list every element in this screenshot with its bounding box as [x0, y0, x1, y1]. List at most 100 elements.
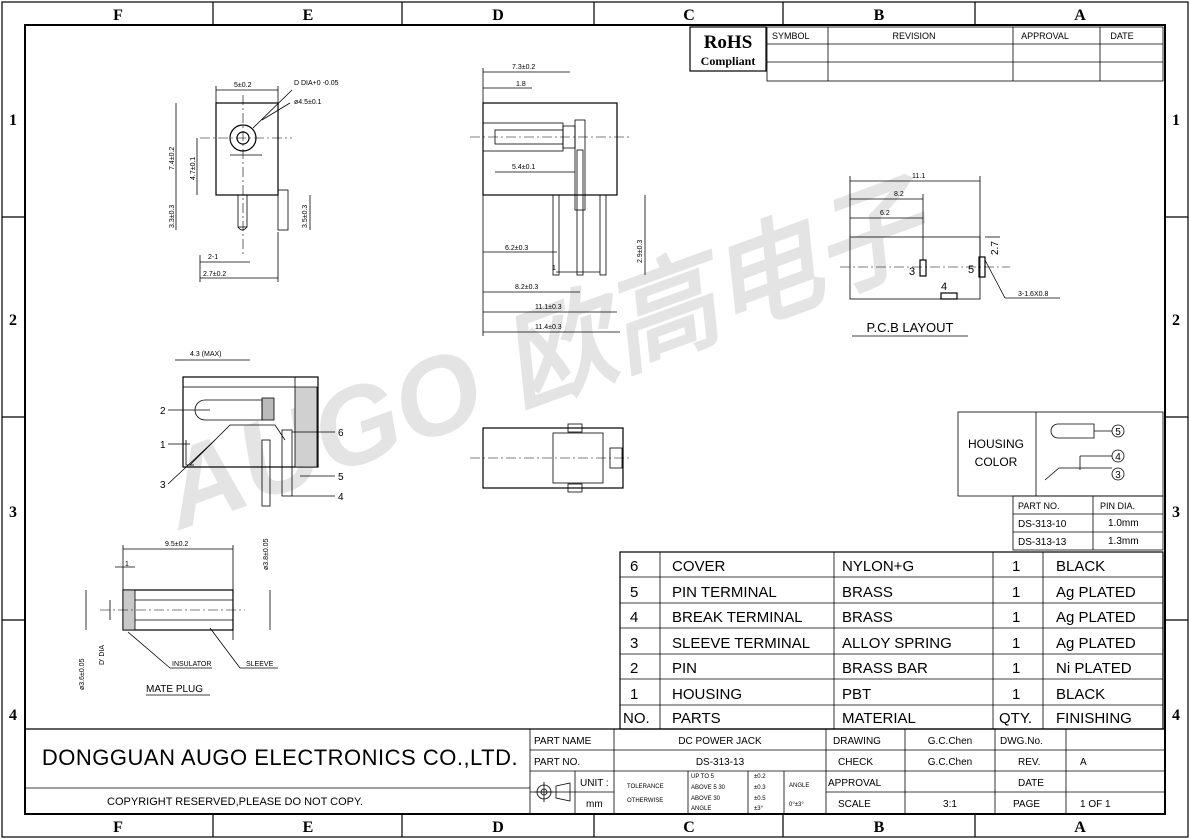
bom-row-1-qty: 1 — [1012, 558, 1020, 575]
bom-row-5-part: PIN — [672, 660, 697, 677]
pcb-pad-3: 3 — [909, 266, 915, 278]
dim-width: 5±0.2 — [234, 82, 252, 89]
plug-dim-insulator: 1 — [125, 561, 129, 568]
bom-header-parts: PARTS — [672, 710, 721, 727]
rev-header-approval: APPROVAL — [1021, 31, 1069, 41]
row-label-4: 4 — [9, 707, 17, 724]
pcb-title: P.C.B LAYOUT — [867, 320, 954, 335]
pcb-dim-1: 11.1 — [912, 173, 925, 180]
pin-dia-table: PART NO. PIN DIA. DS-313-10 1.0mm DS-313… — [1012, 495, 1164, 551]
bom-header-material: MATERIAL — [842, 710, 916, 727]
bom-row-3-qty: 1 — [1012, 609, 1020, 626]
dim-pin-spacing: 2.7±0.2 — [203, 271, 226, 278]
col-label-f: F — [113, 7, 123, 24]
plug-title: MATE PLUG — [146, 684, 203, 695]
plug-dim-d-dia: D' DIA — [99, 645, 106, 665]
bom-row-3-finish: Ag PLATED — [1056, 609, 1136, 626]
pin-row-1-part: DS-313-10 — [1018, 519, 1067, 530]
bom-row-4-finish: Ag PLATED — [1056, 635, 1136, 652]
row-label-1: 1 — [9, 112, 17, 129]
row-label-1-right: 1 — [1172, 112, 1180, 129]
bom-row-3-part: BREAK TERMINAL — [672, 609, 803, 626]
dim-front-offset: 1.8 — [516, 81, 526, 88]
dim-pin-length: 5.4±0.1 — [512, 164, 535, 171]
terminal-5: 5 — [1115, 427, 1121, 438]
page-label: PAGE — [1013, 799, 1040, 810]
rohs-text: RoHS — [704, 32, 753, 53]
rev: A — [1080, 757, 1087, 768]
balloon-1: 1 — [160, 440, 166, 451]
balloon-4: 4 — [338, 492, 344, 503]
side-view: 7.3±0.2 1.8 5.4±0.1 6.2±0.3 1 2.9±0.3 8.… — [470, 64, 646, 336]
page: 1 OF 1 — [1080, 799, 1111, 810]
pin-header-dia: PIN DIA. — [1100, 501, 1135, 511]
bom-header-qty: QTY. — [999, 710, 1032, 727]
check-by: G.C.Chen — [928, 757, 972, 768]
bom-row-6-material: PBT — [842, 686, 871, 703]
projection-symbol-icon — [534, 782, 571, 802]
tol-val-1: ±0.2 — [754, 774, 766, 780]
col-label-a-bottom: A — [1074, 819, 1086, 836]
tol-row-1: UP TO 5 — [691, 774, 715, 780]
inner-border — [24, 24, 1166, 815]
pcb-dim-4: 2.7 — [990, 241, 1001, 255]
bom-row-1-part: COVER — [672, 558, 726, 575]
dim-pin-3-pos: 11.1±0.3 — [535, 304, 562, 311]
col-label-f-bottom: F — [113, 819, 123, 836]
rohs-compliant-text: Compliant — [701, 54, 756, 68]
unit: mm — [586, 799, 603, 810]
bom-table: 6 COVER NYLON+G 1 BLACK 5 PIN TERMINAL B… — [619, 551, 1164, 730]
bom-row-4-material: ALLOY SPRING — [842, 635, 952, 652]
col-label-d: D — [492, 7, 504, 24]
scale-label: SCALE — [838, 799, 871, 810]
rev-header-date: DATE — [1110, 31, 1133, 41]
part-no-label: PART NO. — [534, 757, 580, 768]
bom-row-5-material: BRASS BAR — [842, 660, 928, 677]
mate-plug: 9.5±0.2 1 ø3.8±0.05 D' DIA ø3.6±0.05 INS… — [79, 538, 278, 696]
rohs-badge — [689, 26, 767, 72]
pcb-dim-2: 8.2 — [894, 191, 904, 198]
plug-label-sleeve: SLEEVE — [246, 661, 274, 668]
dim-bore: ø4.5±0.1 — [294, 99, 322, 106]
pcb-layout: 11.1 8.2 6.2 2.7 3-1.6X0.8 3 5 4 P.C.B L… — [840, 173, 1060, 337]
watermark: AUGO 欧高电子 — [143, 160, 949, 553]
part-name-label: PART NAME — [534, 736, 592, 747]
plug-label-insulator: INSULATOR — [172, 661, 211, 668]
bom-row-4-no: 3 — [630, 635, 638, 652]
row-label-4-right: 4 — [1172, 707, 1180, 724]
company-name: DONGGUAN AUGO ELECTRONICS CO.,LTD. — [42, 745, 518, 770]
plug-dim-sleeve: ø3.6±0.05 — [79, 658, 86, 690]
pcb-dim-3: 6.2 — [880, 210, 890, 217]
dim-pin-width: 2-1 — [208, 254, 218, 261]
row-label-3-right: 3 — [1172, 504, 1180, 521]
balloon-3: 3 — [160, 480, 166, 491]
bom-row-5-finish: Ni PLATED — [1056, 660, 1132, 677]
balloon-5: 5 — [338, 472, 344, 483]
date-label: DATE — [1018, 778, 1044, 789]
tolerance-label-1: TOLERANCE — [627, 784, 664, 790]
pin-row-2-part: DS-313-13 — [1018, 537, 1067, 548]
tol-row-2: ABOVE 5 30 — [691, 785, 726, 791]
pin-header-part: PART NO. — [1018, 501, 1060, 511]
bom-row-6-part: HOUSING — [672, 686, 742, 703]
plug-dim-od: ø3.8±0.05 — [263, 538, 270, 570]
balloon-2: 2 — [160, 406, 166, 417]
tol-val-2: ±0.3 — [754, 785, 766, 791]
tol-row-angle: ANGLE — [691, 806, 711, 812]
housing-color-box: HOUSING COLOR 5 4 3 — [957, 411, 1164, 497]
rev-label: REV. — [1018, 757, 1040, 768]
copyright: COPYRIGHT RESERVED,PLEASE DO NOT COPY. — [107, 796, 363, 808]
bom-row-2-part: PIN TERMINAL — [672, 584, 777, 601]
terminal-4: 4 — [1115, 452, 1121, 463]
col-label-c: C — [683, 7, 695, 24]
dim-overall-length: 11.4±0.3 — [535, 324, 562, 331]
col-label-e: E — [303, 7, 314, 24]
col-label-c-bottom: C — [683, 819, 695, 836]
bom-row-2-finish: Ag PLATED — [1056, 584, 1136, 601]
terminal-3: 3 — [1115, 470, 1121, 481]
dim-center-height: 4.7±0.1 — [190, 157, 197, 180]
bom-row-6-finish: BLACK — [1056, 686, 1105, 703]
